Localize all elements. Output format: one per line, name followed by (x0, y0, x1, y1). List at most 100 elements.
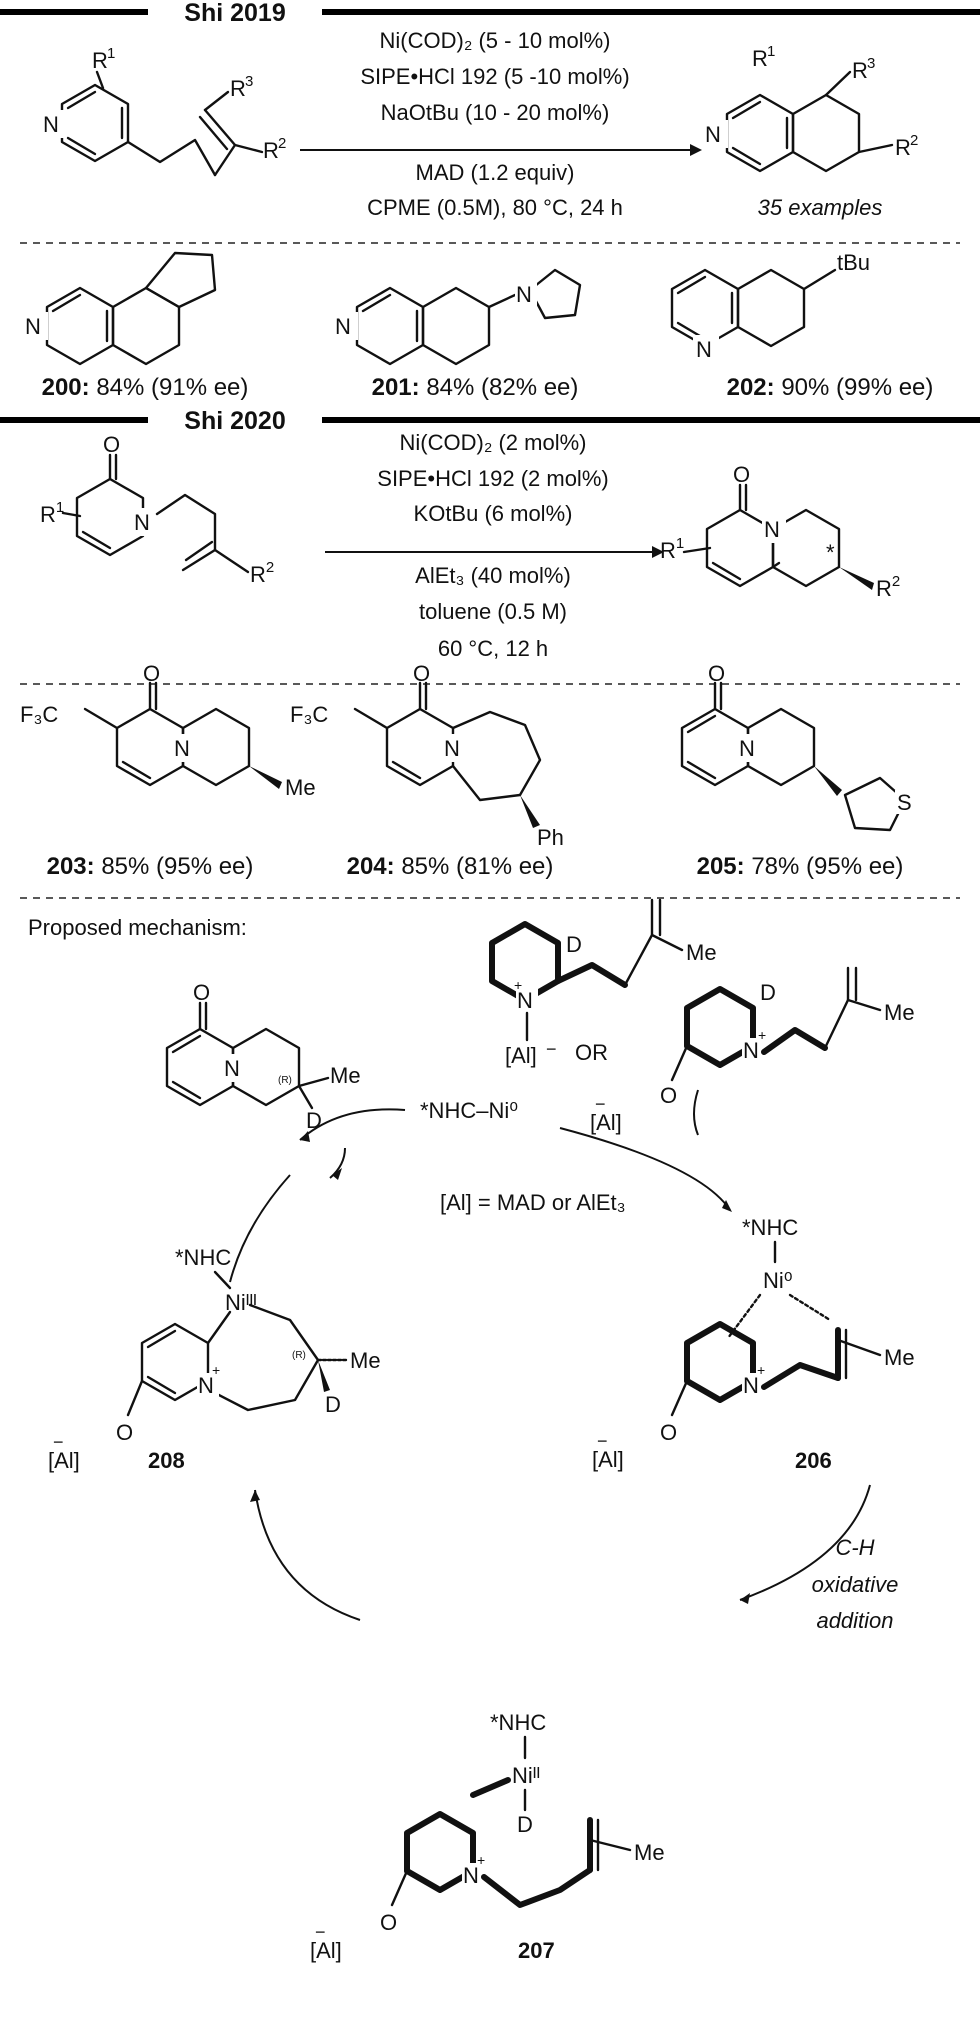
svg-text:Me: Me (884, 1345, 915, 1370)
svg-text:(R): (R) (278, 1075, 292, 1086)
yields-row-2: 203: 85% (95% ee) 204: 85% (81% ee) 205:… (47, 853, 904, 880)
svg-text:*NHC: *NHC (175, 1245, 231, 1270)
svg-text:−: − (546, 1039, 557, 1059)
svg-text:R1: R1 (660, 535, 684, 563)
svg-text:201: 84% (82% ee): 201: 84% (82% ee) (372, 374, 579, 401)
svg-text:N: N (25, 314, 41, 339)
svg-text:O: O (193, 980, 210, 1005)
svg-text:KOtBu (6 mol%): KOtBu (6 mol%) (414, 501, 573, 526)
svg-text:tBu: tBu (837, 250, 870, 275)
svg-text:CPME (0.5M), 80 °C, 24 h: CPME (0.5M), 80 °C, 24 h (367, 195, 623, 220)
svg-text:addition: addition (816, 1608, 893, 1633)
svg-text:Niᴵᴵᴵ: Niᴵᴵᴵ (225, 1290, 257, 1315)
svg-text:Ni(COD)₂ (2 mol%): Ni(COD)₂ (2 mol%) (400, 430, 587, 455)
svg-text:Me: Me (330, 1063, 361, 1088)
svg-text:N: N (517, 988, 533, 1013)
svg-text:N: N (463, 1863, 479, 1888)
svg-text:N: N (705, 122, 721, 147)
svg-text:Me: Me (350, 1348, 381, 1373)
svg-text:[Al]: [Al] (592, 1447, 624, 1472)
intermediate-208: *NHC Niᴵᴵᴵ N + (R) Me D O [Al] − 208 (48, 1245, 381, 1473)
svg-text:F₃C: F₃C (20, 702, 58, 727)
svg-text:202: 90% (99% ee): 202: 90% (99% ee) (727, 374, 934, 401)
svg-text:2: 2 (910, 132, 918, 149)
scope-label: 35 examples (758, 195, 883, 220)
svg-text:MAD (1.2 equiv): MAD (1.2 equiv) (416, 160, 575, 185)
svg-text:1: 1 (107, 45, 115, 62)
svg-text:206: 206 (795, 1448, 832, 1473)
svg-text:Me: Me (884, 1000, 915, 1025)
svg-text:N: N (743, 1373, 759, 1398)
svg-text:O: O (660, 1083, 677, 1108)
step-label: C-H oxidative addition (812, 1535, 899, 1633)
svg-text:[Al]: [Al] (310, 1938, 342, 1963)
mechanism-title: Proposed mechanism: (28, 915, 247, 940)
svg-text:Me: Me (686, 940, 717, 965)
svg-text:O: O (380, 1910, 397, 1935)
svg-text:+: + (477, 1852, 485, 1868)
compound-202: N tBu (670, 250, 870, 363)
svg-text:N: N (174, 736, 190, 761)
svg-text:N: N (134, 510, 150, 535)
svg-text:R: R (852, 58, 868, 83)
svg-text:Me: Me (285, 775, 316, 800)
svg-text:R: R (263, 138, 279, 163)
svg-text:D: D (566, 932, 582, 957)
substrate-2019: N R 1 R 3 R 2 (40, 45, 286, 177)
conditions-2020: Ni(COD)₂ (2 mol%) SIPE•HCl 192 (2 mol%) … (377, 430, 608, 661)
pyridine-n-label: N (43, 112, 59, 137)
svg-text:toluene (0.5 M): toluene (0.5 M) (419, 599, 567, 624)
svg-text:O: O (103, 432, 120, 457)
product-2020: O N * R1 R2 (660, 462, 900, 601)
svg-text:N: N (335, 314, 351, 339)
svg-text:O: O (116, 1420, 133, 1445)
catalyst-label: *NHC–Ni⁰ (420, 1098, 518, 1123)
svg-text:D: D (760, 980, 776, 1005)
svg-text:R: R (895, 135, 911, 160)
substrate-2020: O N R1 R2 (40, 432, 274, 587)
svg-text:+: + (212, 1362, 220, 1378)
svg-text:+: + (757, 1362, 765, 1378)
svg-text:S: S (897, 790, 912, 815)
svg-text:N: N (224, 1056, 240, 1081)
svg-text:oxidative: oxidative (812, 1572, 899, 1597)
svg-text:NaOtBu (10 - 20 mol%): NaOtBu (10 - 20 mol%) (381, 100, 610, 125)
svg-text:[Al]: [Al] (505, 1043, 537, 1068)
svg-text:200: 84% (91% ee): 200: 84% (91% ee) (42, 374, 249, 401)
svg-text:[Al]: [Al] (590, 1110, 622, 1135)
svg-text:R1: R1 (40, 499, 64, 527)
svg-text:D: D (517, 1812, 533, 1837)
mech-substrate-pyridone: N + D Me O [Al] − (590, 966, 915, 1135)
intermediate-207: *NHC Niᴵᴵ D N + Me O [Al] − 207 (310, 1710, 665, 1963)
svg-text:+: + (758, 1027, 766, 1043)
or-label: OR (575, 1040, 608, 1065)
svg-text:SIPE•HCl 192 (5 -10 mol%): SIPE•HCl 192 (5 -10 mol%) (360, 64, 629, 89)
svg-text:3: 3 (867, 55, 875, 72)
svg-text:205: 78% (95% ee): 205: 78% (95% ee) (697, 853, 904, 880)
svg-text:*NHC: *NHC (742, 1215, 798, 1240)
svg-text:*NHC: *NHC (490, 1710, 546, 1735)
intermediate-206: *NHC Ni⁰ N + Me O [Al] − 206 (592, 1215, 915, 1473)
compound-200: N (22, 251, 217, 366)
svg-text:N: N (516, 282, 532, 307)
compound-204: O F₃C N Ph (290, 661, 564, 850)
svg-text:(R): (R) (292, 1350, 306, 1361)
product-2019: N R 1 R 3 R 2 (702, 43, 918, 173)
svg-text:F₃C: F₃C (290, 702, 328, 727)
svg-text:3: 3 (245, 73, 253, 90)
svg-text:N: N (198, 1373, 214, 1398)
yields-row-1: 200: 84% (91% ee) 201: 84% (82% ee) 202:… (42, 374, 934, 401)
svg-text:N: N (696, 337, 712, 362)
svg-text:D: D (325, 1392, 341, 1417)
svg-text:AlEt₃ (40 mol%): AlEt₃ (40 mol%) (415, 563, 571, 588)
svg-text:204: 85% (81% ee): 204: 85% (81% ee) (347, 853, 554, 880)
svg-text:Niᴵᴵ: Niᴵᴵ (512, 1763, 540, 1788)
svg-text:N: N (444, 736, 460, 761)
svg-text:Ni(COD)₂ (5 - 10 mol%): Ni(COD)₂ (5 - 10 mol%) (380, 28, 611, 53)
svg-text:−: − (595, 1094, 606, 1114)
section-title-2019: Shi 2019 (184, 0, 285, 27)
svg-text:2: 2 (278, 135, 286, 152)
svg-text:C-H: C-H (835, 1535, 874, 1560)
compound-205: O N S (680, 661, 915, 832)
